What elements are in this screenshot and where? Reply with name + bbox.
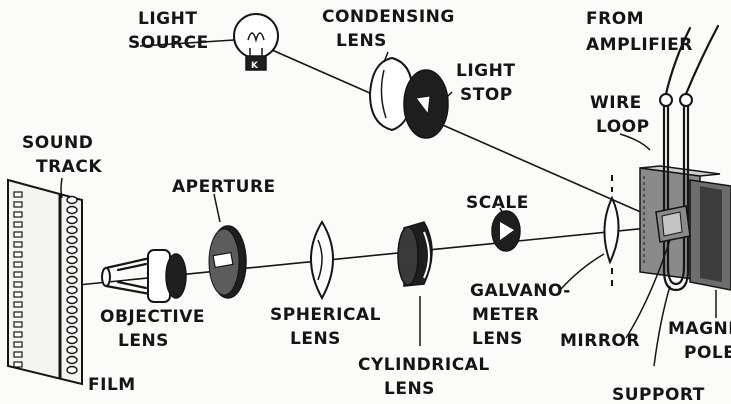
label-light-stop-1: LIGHT: [456, 61, 515, 81]
film-perforation: [13, 271, 23, 278]
light-source-bulb: K: [233, 13, 279, 71]
film-perforation: [13, 191, 23, 198]
label-condensing-lens-2: LENS: [336, 31, 387, 51]
film-perforation: [13, 331, 23, 338]
sound-track-mark: [66, 205, 78, 215]
sound-track-mark: [66, 325, 78, 335]
lamp-mark: K: [251, 61, 259, 71]
label-sound-track-2: TRACK: [36, 157, 102, 177]
label-objective-lens-2: LENS: [118, 331, 169, 351]
cylindrical-lens: [397, 221, 433, 287]
reflected-beam: [27, 225, 669, 291]
film-perforation: [13, 251, 23, 258]
sound-track-mark: [66, 255, 78, 265]
sound-track-pattern: [66, 195, 78, 375]
label-cylindrical-lens-2: LENS: [384, 379, 435, 399]
label-wire-loop-1: WIRE: [590, 93, 642, 113]
film-perforations-left: [13, 191, 23, 368]
sound-track-mark: [66, 275, 78, 285]
label-light-source-1: LIGHT: [138, 9, 197, 29]
film-perforation: [13, 291, 23, 298]
sound-track-mark: [66, 215, 78, 225]
label-mirror: MIRROR: [560, 331, 640, 351]
sound-track-mark: [66, 285, 78, 295]
sound-track-mark: [66, 365, 78, 375]
film-perforation: [13, 311, 23, 318]
light-beams: [27, 49, 669, 291]
label-scale: SCALE: [466, 193, 529, 213]
label-light-source-2: SOURCE: [128, 33, 209, 53]
spherical-lens: [310, 220, 334, 301]
film-perforation: [13, 301, 23, 308]
labels: LIGHT SOURCE CONDENSING LENS LIGHT STOP …: [22, 7, 731, 404]
film-perforation: [13, 221, 23, 228]
label-magnet-poles-1: MAGNET: [668, 319, 731, 339]
aperture-disc: [208, 225, 247, 299]
sound-track-mark: [66, 345, 78, 355]
sound-track-mark: [66, 335, 78, 345]
label-spherical-lens-2: LENS: [290, 329, 341, 349]
film-perforation: [13, 201, 23, 208]
galvanometer-lens: [603, 175, 620, 292]
film-perforation: [13, 211, 23, 218]
sound-track-mark: [66, 265, 78, 275]
label-light-stop-2: STOP: [460, 85, 513, 105]
label-objective-lens-1: OBJECTIVE: [100, 307, 205, 327]
label-galvanometer-lens-1: GALVANO-: [470, 281, 571, 301]
label-condensing-lens-1: CONDENSING: [322, 7, 455, 27]
sound-track-mark: [66, 235, 78, 245]
label-galvanometer-lens-2: METER: [472, 305, 539, 325]
film-perforation: [13, 341, 23, 348]
film-perforation: [13, 281, 23, 288]
sound-track-mark: [66, 355, 78, 365]
label-sound-track-1: SOUND: [22, 133, 93, 153]
sound-track-mark: [66, 245, 78, 255]
sound-track-mark: [66, 315, 78, 325]
sound-track-mark: [66, 225, 78, 235]
film-perforation: [13, 321, 23, 328]
label-spherical-lens-1: SPHERICAL: [270, 305, 381, 325]
sound-track-mark: [66, 295, 78, 305]
sound-track-mark: [66, 305, 78, 315]
film-perforation: [13, 261, 23, 268]
film-strip: [7, 178, 83, 386]
scale-disc: [491, 210, 521, 252]
pointer-lines: [60, 39, 717, 367]
label-support: SUPPORT: [612, 385, 705, 404]
label-galvanometer-lens-3: LENS: [472, 329, 523, 349]
film-perforation: [13, 361, 23, 368]
label-aperture: APERTURE: [172, 177, 276, 197]
film-perforation: [13, 351, 23, 358]
light-stop: [403, 69, 449, 139]
objective-lens: [101, 249, 187, 303]
film-perforation: [13, 231, 23, 238]
label-from-amplifier-1: FROM: [586, 9, 644, 29]
sound-track-mark: [66, 195, 78, 205]
label-from-amplifier-2: AMPLIFIER: [586, 35, 693, 55]
condensing-lens: [368, 56, 414, 132]
film-perforation: [13, 241, 23, 248]
galvanometer-assembly: [639, 24, 731, 292]
label-film: FILM: [88, 375, 136, 395]
label-cylindrical-lens-1: CYLINDRICAL: [358, 355, 490, 375]
label-wire-loop-2: LOOP: [596, 117, 650, 137]
incident-beam: [271, 49, 669, 225]
